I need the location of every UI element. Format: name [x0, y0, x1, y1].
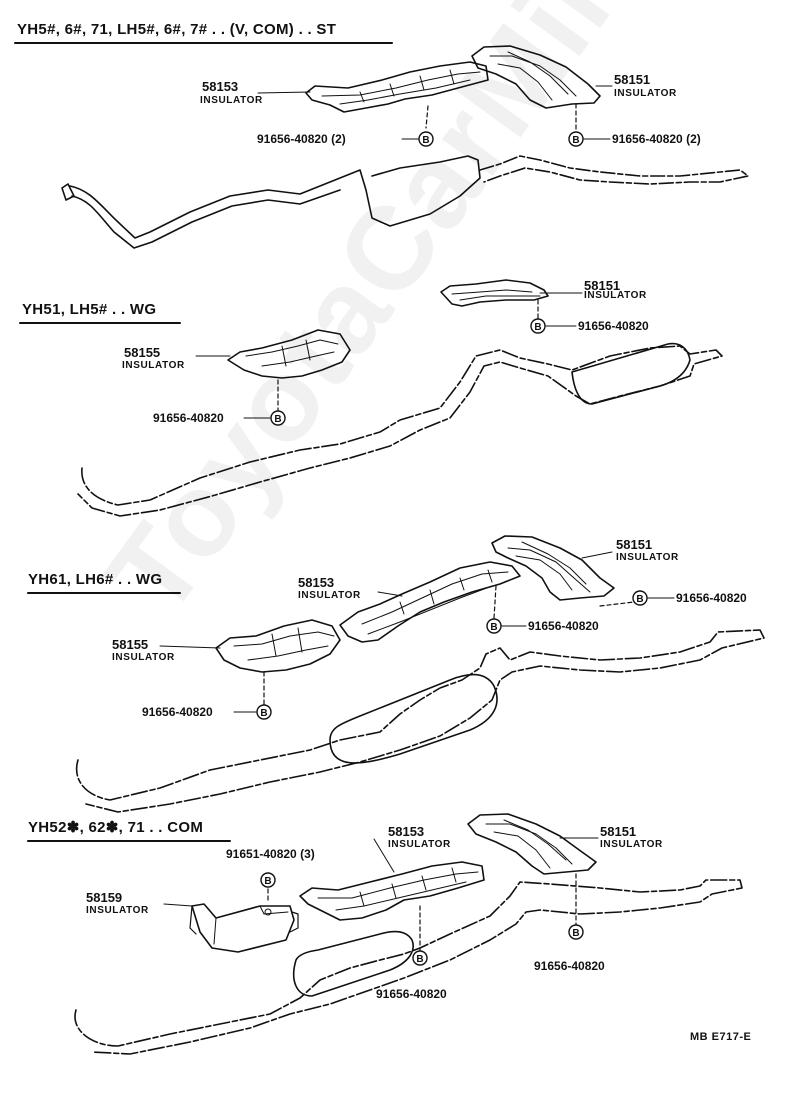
- figure-code: MB E717-E: [690, 1031, 752, 1043]
- insulator-58151-sec2: [440, 279, 549, 307]
- part-number: 58153: [388, 824, 425, 839]
- bolt-part-number: 91656-40820: [528, 619, 599, 633]
- insulator-58151-sec1: [471, 45, 601, 109]
- part-name: INSULATOR: [86, 905, 149, 916]
- bolt-marker: B: [418, 131, 434, 147]
- section-4-heading: YH52✽, 62✽, 71 . . COM: [28, 819, 204, 836]
- section-3-heading: YH61, LH6# . . WG: [28, 571, 163, 588]
- bolt-marker-letter: B: [490, 622, 497, 633]
- bolt-solid-leaders: [233, 138, 675, 713]
- bolt-marker-letter: B: [636, 594, 643, 605]
- part-name: INSULATOR: [122, 360, 185, 371]
- heading-underlines: [14, 42, 393, 842]
- part-number: 58155: [112, 637, 149, 652]
- bolt-marker: B: [270, 410, 286, 426]
- bolt-marker: B: [256, 704, 272, 720]
- bolt-marker: B: [530, 318, 546, 334]
- part-number: 58151: [616, 537, 653, 552]
- insulator-58151-sec4: [467, 813, 597, 875]
- bolt-part-number: 91656-40820 (2): [257, 132, 346, 146]
- bolt-part-number: 91656-40820: [142, 705, 213, 719]
- part-name: INSULATOR: [616, 552, 679, 563]
- insulator-58155-sec2: [227, 329, 351, 379]
- bolt-marker: B: [632, 590, 648, 606]
- bolt-marker-letter: B: [274, 414, 281, 425]
- bolt-part-number: 91656-40820: [676, 591, 747, 605]
- insulator-58155-sec3: [215, 619, 341, 673]
- part-number: 58151: [584, 278, 621, 293]
- section-2-heading: YH51, LH5# . . WG: [22, 301, 157, 318]
- part-name: INSULATOR: [600, 839, 663, 850]
- bolt-marker-letter: B: [572, 135, 579, 146]
- bolt-part-number: 91656-40820: [376, 987, 447, 1001]
- bolt-guides: [263, 103, 635, 953]
- part-name: INSULATOR: [298, 590, 361, 601]
- leader-lines: [159, 85, 613, 907]
- part-number: 58151: [614, 72, 651, 87]
- insulator-58153-sec4: [299, 861, 485, 921]
- bolt-marker-letter: B: [534, 322, 541, 333]
- bolt-marker: B: [568, 924, 584, 940]
- section-1-heading: YH5#, 6#, 71, LH5#, 6#, 7# . . (V, COM) …: [17, 21, 337, 38]
- exhaust-pipe-sec3: [75, 629, 765, 813]
- bolt-marker: B: [486, 618, 502, 634]
- exhaust-pipe-sec2: [77, 342, 723, 517]
- part-name: INSULATOR: [614, 88, 677, 99]
- part-name: INSULATOR: [200, 95, 263, 106]
- insulator-58153-sec1: [305, 61, 489, 113]
- bolt-marker: B: [568, 131, 584, 147]
- part-name: INSULATOR: [112, 652, 175, 663]
- bolt-marker-letter: B: [260, 708, 267, 719]
- bolt-marker-letter: B: [572, 928, 579, 939]
- bolt-part-number: 91656-40820: [578, 319, 649, 333]
- exhaust-pipe-sec4: [74, 879, 743, 1055]
- bolt-marker: B: [412, 950, 428, 966]
- part-number: 58153: [298, 575, 335, 590]
- bolt-marker-letter: B: [264, 876, 271, 887]
- bolt-part-number: 91656-40820: [534, 959, 605, 973]
- part-number: 58155: [124, 345, 161, 360]
- insulator-58151-sec3: [491, 535, 615, 601]
- part-number: 58151: [600, 824, 637, 839]
- part-name: INSULATOR: [388, 839, 451, 850]
- bolt-part-number: 91656-40820: [153, 411, 224, 425]
- part-name: INSULATOR: [584, 290, 647, 301]
- bolt-marker-letter: B: [416, 954, 423, 965]
- part-number: 58153: [202, 79, 239, 94]
- insulator-58159-sec4: [189, 903, 299, 953]
- bolt-marker: B: [260, 872, 276, 888]
- exhaust-pipe-sec1: [61, 155, 749, 249]
- part-number: 58159: [86, 890, 123, 905]
- bolt-part-number: 91656-40820 (2): [612, 132, 701, 146]
- bolt-part-number: 91651-40820 (3): [226, 847, 315, 861]
- bolt-marker-letter: B: [422, 135, 429, 146]
